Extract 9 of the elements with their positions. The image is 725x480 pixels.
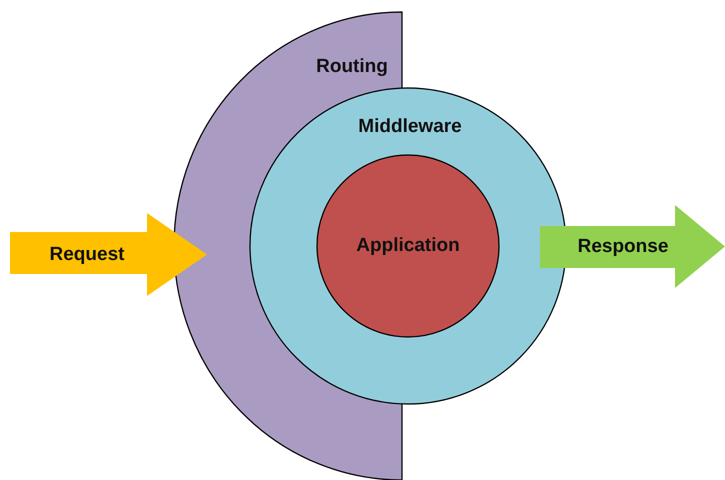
- block-arrow: [10, 213, 207, 296]
- node-label: Request: [50, 244, 124, 266]
- node-label: Routing: [316, 56, 388, 78]
- node-label: Middleware: [358, 116, 462, 138]
- node-label: Application: [356, 235, 460, 257]
- block-arrow: [540, 205, 725, 288]
- core-circle: [317, 155, 499, 337]
- layer-circle: [250, 88, 566, 404]
- node-label: Response: [578, 236, 668, 258]
